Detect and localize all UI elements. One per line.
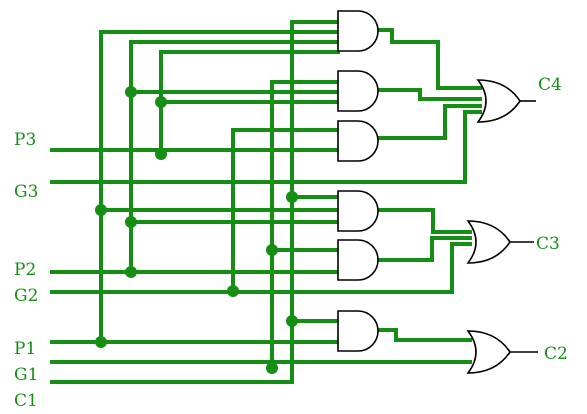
label-c1: C1 xyxy=(14,391,38,411)
or-gate-c3 xyxy=(466,220,534,264)
junction-dot xyxy=(125,216,137,228)
and3-to-or-c4 xyxy=(378,104,482,140)
or-gate-c2 xyxy=(466,330,538,374)
bus-g1 xyxy=(270,80,340,364)
wire-g2-input xyxy=(50,242,472,294)
bus-p2 xyxy=(129,40,340,274)
label-p2: P2 xyxy=(14,260,36,280)
and1-to-or-c4 xyxy=(378,28,482,90)
junction-dot xyxy=(286,315,298,327)
label-c2: C2 xyxy=(544,344,568,364)
junctions xyxy=(95,86,298,374)
and-gate xyxy=(337,70,379,112)
wires xyxy=(50,20,482,384)
junction-dot xyxy=(95,204,107,216)
and-gate xyxy=(337,120,379,162)
junction-dot xyxy=(266,244,278,256)
junction-dot xyxy=(155,148,167,160)
label-c4: C4 xyxy=(538,75,562,95)
junction-dot xyxy=(227,285,239,297)
and6-to-or-c2 xyxy=(378,328,472,342)
and2-to-or-c4 xyxy=(378,88,482,101)
and4-to-or-c3 xyxy=(378,208,472,234)
and-gate xyxy=(337,190,379,232)
junction-dot xyxy=(125,266,137,278)
junction-dot xyxy=(286,191,298,203)
junction-dot xyxy=(95,336,107,348)
or-gate-c4 xyxy=(476,79,536,123)
label-g2: G2 xyxy=(14,286,38,306)
bus-p1 xyxy=(99,30,340,344)
and-gate xyxy=(337,310,379,352)
junction-dot xyxy=(266,362,278,374)
junction-dot xyxy=(125,86,137,98)
junction-dot xyxy=(155,96,167,108)
and-gate xyxy=(337,10,379,52)
label-g3: G3 xyxy=(14,182,38,202)
label-g1: G1 xyxy=(14,365,38,385)
wire-g3-input xyxy=(50,110,482,184)
label-c3: C3 xyxy=(536,234,560,254)
bus-p3 xyxy=(159,50,340,152)
label-p1: P1 xyxy=(14,339,36,359)
and-gate xyxy=(337,239,379,281)
bus-g2 xyxy=(231,128,340,294)
label-p3: P3 xyxy=(14,130,36,150)
and5-to-or-c3 xyxy=(378,236,472,262)
